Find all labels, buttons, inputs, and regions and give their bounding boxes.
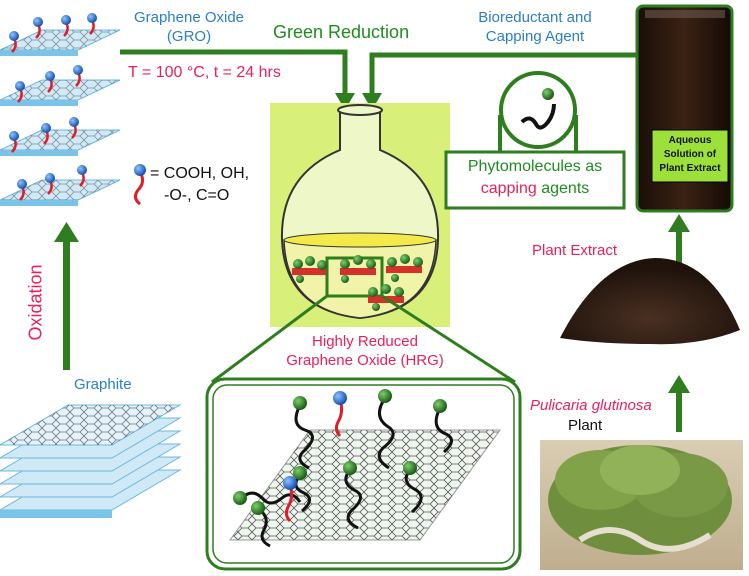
plant-to-extract-arrow-shaft (676, 390, 682, 432)
capping-word: capping (480, 180, 537, 197)
plant-to-extract-arrow-head (668, 375, 690, 393)
graphene-oxide-stack-icon (0, 13, 121, 206)
hrg-box-inner (212, 384, 515, 564)
reduction-arrows (120, 49, 640, 95)
green-reduction-label: Green Reduction (273, 22, 410, 42)
functional-groups-line2: -O-, C=O (164, 187, 230, 204)
vial-label-line3: Plant Extract (659, 163, 721, 174)
round-bottom-flask-icon (280, 104, 440, 320)
hrg-label-line2: Graphene Oxide (HRG) (286, 352, 444, 369)
phytomolecules-label: Phytomolecules as (467, 158, 603, 175)
arrow-head-right (362, 93, 382, 110)
oxidation-label: Oxidation (25, 264, 46, 341)
agents-word: agents (541, 180, 590, 197)
capping-agent-label: Capping Agent (485, 28, 585, 45)
bioreductant-label: Bioreductant and (478, 9, 592, 26)
plant-extract-label: Plant Extract (532, 242, 618, 259)
arrow-head-left (335, 93, 355, 110)
phytomolecule-icon (498, 71, 578, 155)
vial-icon (635, 4, 734, 213)
vial-label-line1: Aqueous (668, 135, 712, 146)
extract-to-vial-arrow-head (668, 214, 690, 232)
gro-label: (GRO) (166, 28, 212, 45)
oxidation-arrow-shaft (63, 238, 70, 370)
zoom-lines (211, 294, 516, 384)
extract-to-vial-arrow-shaft (676, 228, 682, 268)
conditions-label: T = 100 °C, t = 24 hrs (128, 64, 281, 81)
functional-groups-line1: = COOH, OH, (150, 165, 250, 182)
graphite-label: Graphite (74, 376, 132, 393)
vial-label-line2: Solution of (663, 149, 717, 160)
graphene-oxide-label: Graphene Oxide (133, 9, 245, 26)
plant-species-label: Pulicaria glutinosa (530, 397, 652, 414)
plant-extract-powder-icon (560, 258, 740, 345)
plant-label: Plant (568, 417, 603, 434)
phytomolecules-box (444, 150, 626, 210)
plant-photo-icon (540, 440, 743, 570)
functional-group-icon (133, 164, 146, 206)
oxidation-arrow-head (54, 222, 79, 242)
hrg-label-line1: Highly Reduced (312, 333, 418, 350)
graphite-stack-icon (0, 404, 182, 518)
hrg-sheet-icon (229, 389, 501, 548)
